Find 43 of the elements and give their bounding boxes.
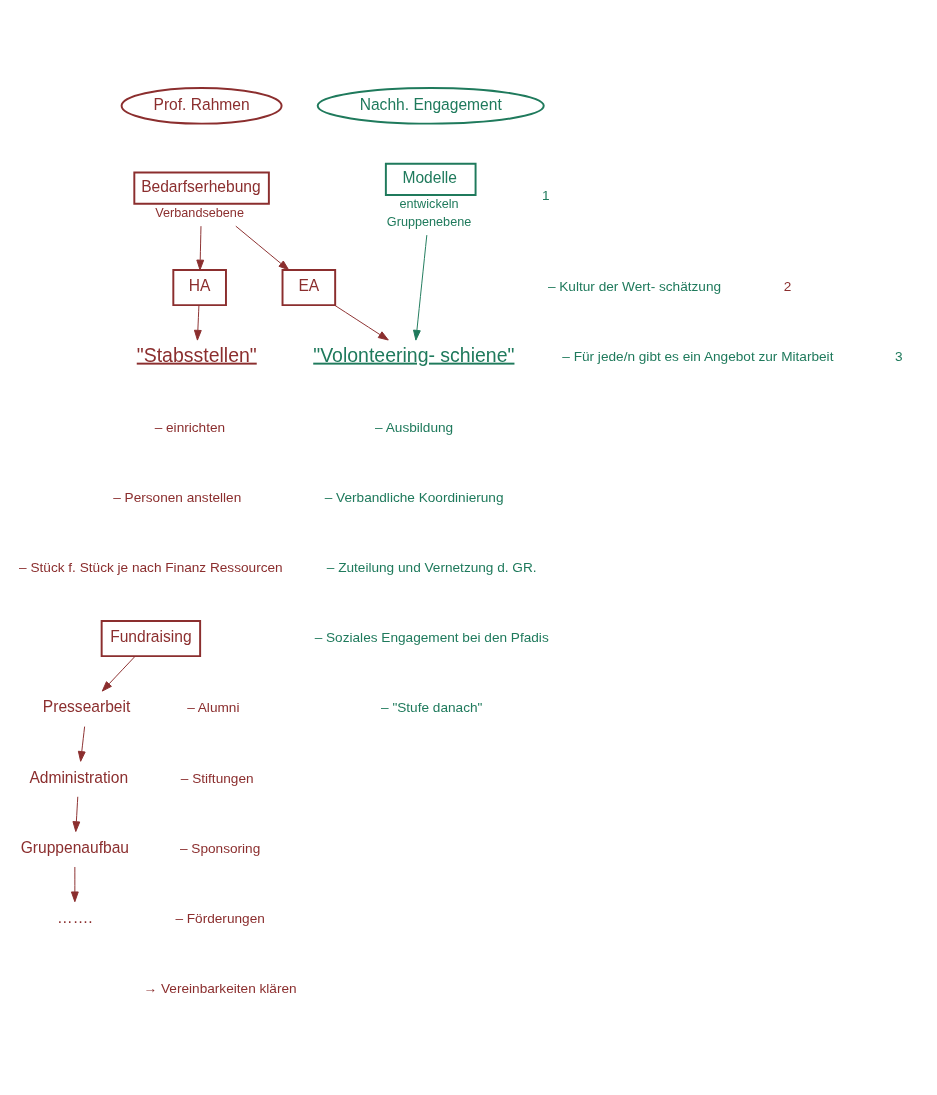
node-text: ……. (57, 909, 93, 927)
node-text: Gruppenaufbau (20, 838, 129, 856)
label: – "Stufe danach" (381, 700, 483, 716)
node-label: Verbandsebene (155, 205, 244, 220)
node-ellipse: Nachh. Engagement (316, 87, 545, 125)
node-box: Fundraising (100, 620, 202, 658)
label: – Zuteilung und Vernetzung d. GR. (326, 559, 537, 575)
label: – Sponsoring (179, 840, 261, 856)
arrow (77, 726, 86, 762)
label: – Förderungen (175, 910, 265, 926)
node-text: "Volonteering- schiene" (313, 343, 515, 366)
arrow (101, 655, 136, 692)
node-text: Pressearbeit (42, 698, 131, 716)
node-box: Modelle (384, 162, 477, 196)
label: – Kultur der Wert- schätzung (547, 279, 722, 295)
arrow (334, 304, 389, 341)
node-text: Administration (29, 768, 129, 786)
node-box: HA (172, 269, 227, 307)
node-label: Gruppenebene (386, 214, 472, 229)
label: 3 (894, 349, 903, 365)
label: – Ausbildung (375, 419, 454, 435)
label: → Vereinbarkeiten klären (143, 981, 297, 997)
label: – Personen anstellen (113, 489, 242, 505)
label: 1 (541, 188, 550, 204)
node-ellipse: Prof. Rahmen (120, 87, 283, 125)
node-text: "Stabsstellen" (136, 343, 257, 366)
label: – Alumni (187, 700, 240, 716)
arrow (193, 304, 202, 341)
arrow (196, 225, 205, 271)
label: – Soziales Engagement bei den Pfadis (314, 630, 549, 646)
arrow (235, 225, 290, 271)
arrow (413, 234, 428, 341)
label: – Für jede/n gibt es ein Angebot zur Mitarbeit (562, 349, 834, 365)
label: – Stück f. Stück je nach Finanz Ressourcen (19, 559, 283, 575)
arrow (72, 796, 81, 832)
label: – Verbandliche Koordinierung (324, 489, 504, 505)
node-box: EA (281, 269, 337, 307)
arrow (70, 866, 79, 903)
label: – Stiftungen (180, 770, 254, 786)
label: – einrichten (154, 419, 226, 435)
label: 2 (783, 279, 792, 295)
node-box: Bedarfserhebung (133, 171, 270, 205)
node-label: entwickeln (399, 196, 459, 211)
